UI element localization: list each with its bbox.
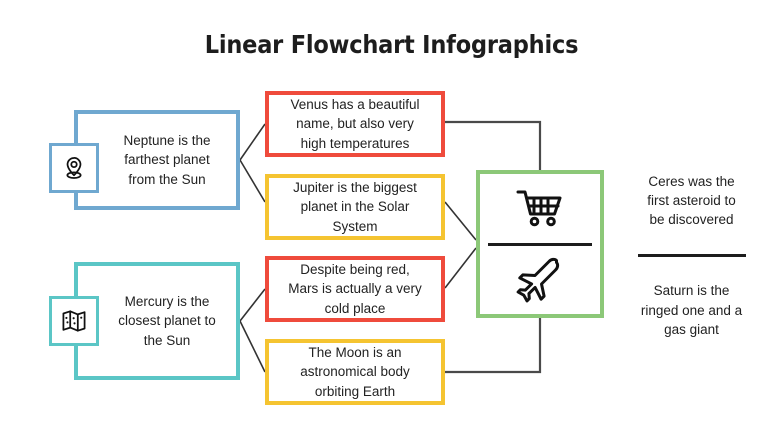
- node-venus[interactable]: Venus has a beautiful name, but also ver…: [265, 91, 445, 157]
- node-neptune[interactable]: Neptune is the farthest planet from the …: [74, 110, 240, 210]
- connector-neptune-jupiter: [239, 159, 266, 203]
- connector-venus-panel: [445, 120, 542, 172]
- node-mars-text: Despite being red, Mars is actually a ve…: [288, 262, 422, 316]
- text-ceres: Ceres was the first asteroid to be disco…: [647, 174, 736, 228]
- text-saturn: Saturn is the ringed one and a gas giant: [640, 283, 743, 337]
- node-moon[interactable]: The Moon is an astronomical body orbitin…: [265, 339, 445, 405]
- node-mercury[interactable]: Mercury is the closest planet to the Sun: [74, 262, 240, 380]
- node-jupiter[interactable]: Jupiter is the biggest planet in the Sol…: [265, 174, 445, 240]
- icon-panel-divider: [488, 242, 592, 246]
- connector-mercury-moon: [239, 320, 266, 373]
- page-title: Linear Flowchart Infographics: [204, 30, 579, 59]
- connector-jupiter-panel: [444, 201, 477, 241]
- node-moon-text: The Moon is an astronomical body orbitin…: [300, 345, 410, 399]
- node-jupiter-text: Jupiter is the biggest planet in the Sol…: [293, 180, 417, 234]
- airplane-icon: [480, 246, 600, 315]
- icon-panel[interactable]: [476, 170, 604, 318]
- node-mars[interactable]: Despite being red, Mars is actually a ve…: [265, 256, 445, 322]
- right-text-column: Ceres was the first asteroid to be disco…: [614, 172, 769, 339]
- right-column-divider: [637, 254, 746, 258]
- node-mercury-text: Mercury is the closest planet to the Sun: [118, 294, 216, 348]
- shopping-cart-icon: [480, 174, 600, 243]
- node-venus-text: Venus has a beautiful name, but also ver…: [290, 97, 420, 151]
- connector-neptune-venus: [239, 123, 266, 161]
- node-neptune-text: Neptune is the farthest planet from the …: [123, 133, 211, 187]
- folded-map-icon: [49, 296, 99, 346]
- connector-mercury-mars: [239, 288, 266, 322]
- connector-mars-panel: [444, 247, 477, 289]
- connector-moon-panel: [445, 316, 542, 374]
- location-pin-icon: [49, 143, 99, 193]
